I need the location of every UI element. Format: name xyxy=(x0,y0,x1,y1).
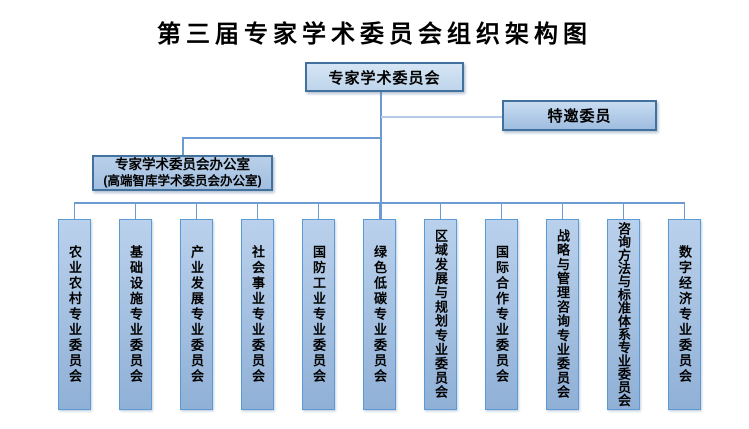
committee-label: 区域发展与规划专业委员会 xyxy=(433,229,448,400)
connector-drop-9 xyxy=(561,202,564,219)
committee-box-10: 咨询方法与标准体系专业委员会 xyxy=(607,219,640,410)
connector-drop-7 xyxy=(439,202,442,219)
chart-title: 第三届专家学术委员会组织架构图 xyxy=(157,21,592,48)
committee-label: 国际合作专业委员会 xyxy=(494,244,509,385)
connector-drop-3 xyxy=(195,202,198,219)
committee-box-4: 社会事业专业委员会 xyxy=(241,219,274,410)
committee-box-7: 区域发展与规划专业委员会 xyxy=(424,219,457,410)
committee-label: 绿色低碳专业委员会 xyxy=(372,244,387,385)
committee-box-8: 国际合作专业委员会 xyxy=(485,219,518,410)
committee-label: 产业发展专业委员会 xyxy=(189,244,204,385)
committee-label: 社会事业专业委员会 xyxy=(250,244,265,385)
connector-drop-8 xyxy=(500,202,503,219)
office-label-line2: (高端智库学术委员会办公室) xyxy=(103,174,262,188)
committee-box-6: 绿色低碳专业委员会 xyxy=(363,219,396,410)
office-box: 专家学术委员会办公室 (高端智库学术委员会办公室) xyxy=(92,155,273,191)
committee-label: 国防工业专业委员会 xyxy=(311,244,326,385)
connector-drop-11 xyxy=(683,202,686,219)
connector-office-h xyxy=(182,137,381,139)
office-label-line1: 专家学术委员会办公室 xyxy=(115,157,250,172)
connector-office-v xyxy=(182,137,184,156)
connector-drop-2 xyxy=(134,202,137,219)
invited-members-label: 特邀委员 xyxy=(547,108,612,125)
committee-box-5: 国防工业专业委员会 xyxy=(302,219,335,410)
committee-label: 数字经济专业委员会 xyxy=(677,244,692,385)
committee-label: 咨询方法与标准体系专业委员会 xyxy=(616,222,631,407)
connector-drop-6 xyxy=(378,202,381,219)
committee-box-1: 农业农村专业委员会 xyxy=(58,219,91,410)
invited-members-box: 特邀委员 xyxy=(502,100,657,131)
committee-label: 战略与管理咨询专业委员会 xyxy=(555,229,570,400)
connector-drop-10 xyxy=(622,202,625,219)
connector-trunk xyxy=(380,91,382,220)
connector-drop-5 xyxy=(317,202,320,219)
root-committee-box: 专家学术委员会 xyxy=(305,62,464,92)
connector-drop-4 xyxy=(256,202,259,219)
committee-box-11: 数字经济专业委员会 xyxy=(668,219,701,410)
committee-box-2: 基础设施专业委员会 xyxy=(119,219,152,410)
committee-box-3: 产业发展专业委员会 xyxy=(180,219,213,410)
committee-box-9: 战略与管理咨询专业委员会 xyxy=(546,219,579,410)
committee-label: 基础设施专业委员会 xyxy=(128,244,143,385)
root-committee-label: 专家学术委员会 xyxy=(328,69,441,87)
connector-drop-1 xyxy=(73,202,76,219)
connector-invited xyxy=(381,116,502,118)
committee-label: 农业农村专业委员会 xyxy=(67,244,82,385)
